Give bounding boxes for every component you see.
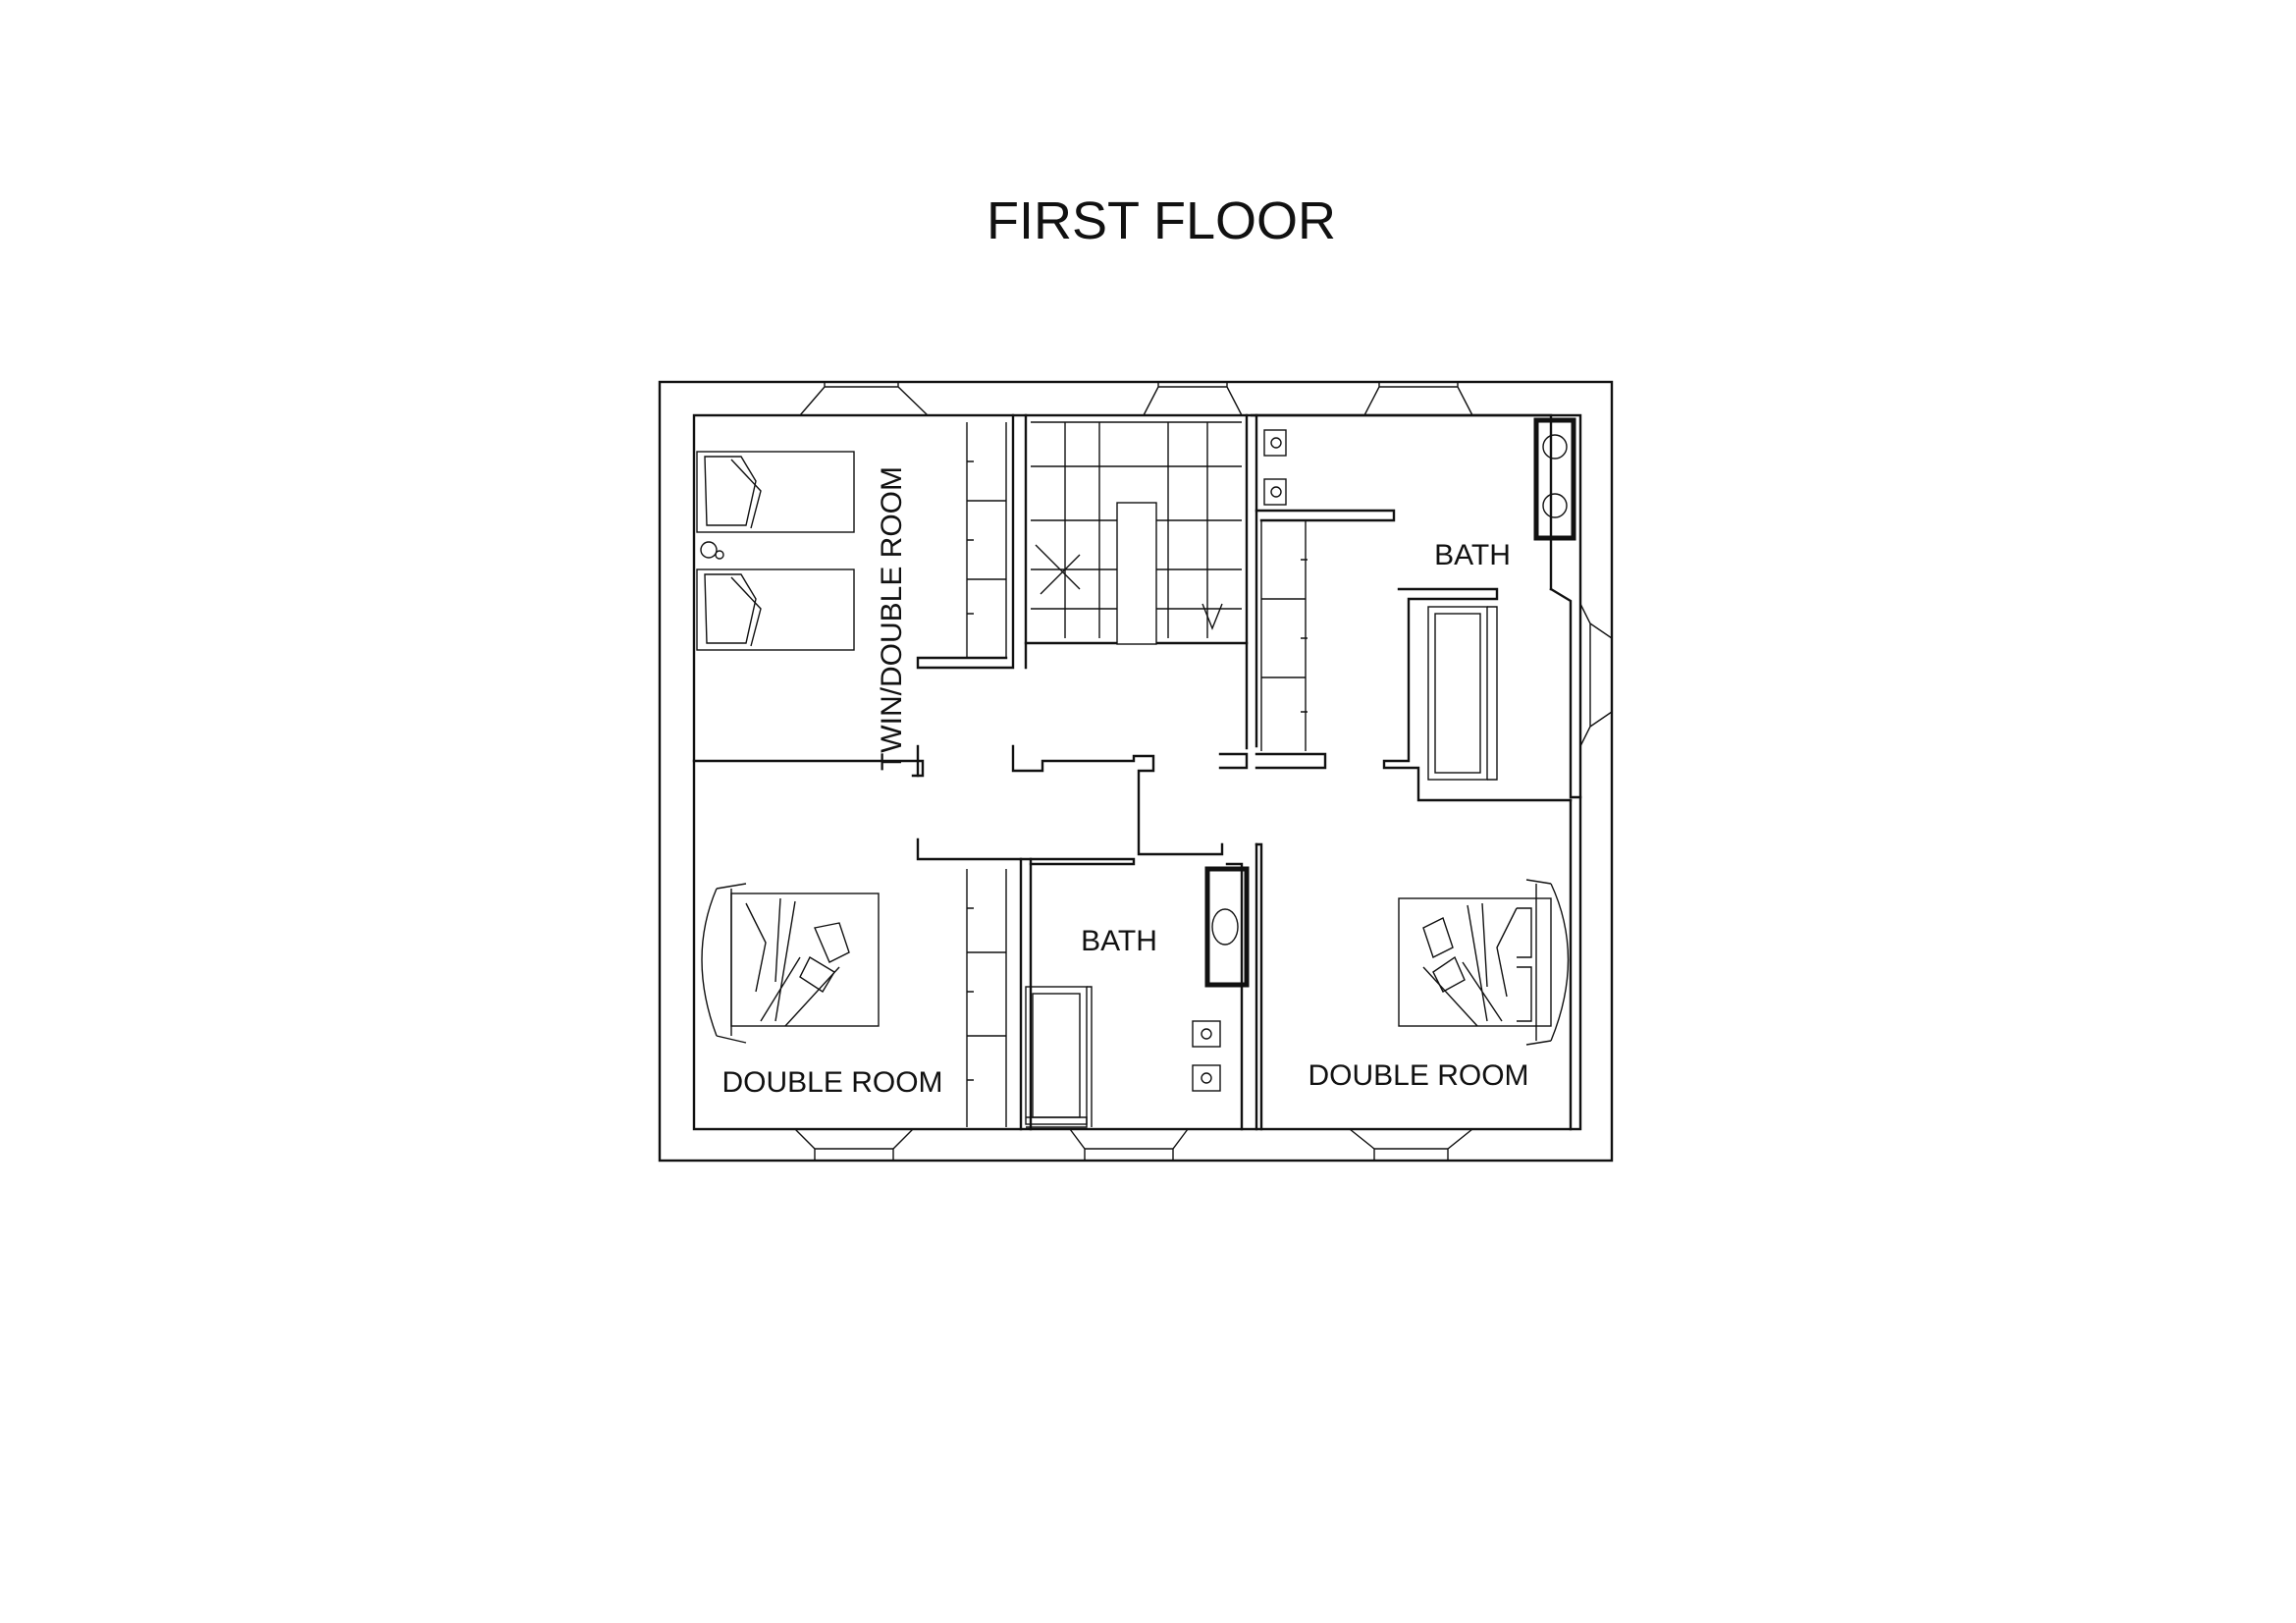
outer-walls <box>658 380 1614 1163</box>
room-label-bath-lower: BATH <box>1081 925 1157 957</box>
windows <box>794 382 1613 1161</box>
twin-beds <box>696 451 855 651</box>
closet-upper-right <box>1260 520 1308 751</box>
closet-left-room <box>966 869 1007 1127</box>
interior-walls <box>692 413 1582 1131</box>
closet-twin-room <box>966 422 1007 658</box>
room-label-twin-double: TWIN/DOUBLE ROOM <box>876 466 908 771</box>
room-label-double-left: DOUBLE ROOM <box>721 1066 942 1099</box>
room-label-bath-upper: BATH <box>1434 539 1511 571</box>
upper-bath-fixtures <box>1263 417 1576 781</box>
lower-bath-fixtures <box>1025 866 1250 1128</box>
staircase <box>1031 421 1242 645</box>
room-label-double-right: DOUBLE ROOM <box>1308 1059 1528 1092</box>
double-bed-right <box>1398 879 1570 1046</box>
floor-title: FIRST FLOOR <box>987 191 1336 250</box>
double-bed-left <box>701 883 880 1044</box>
